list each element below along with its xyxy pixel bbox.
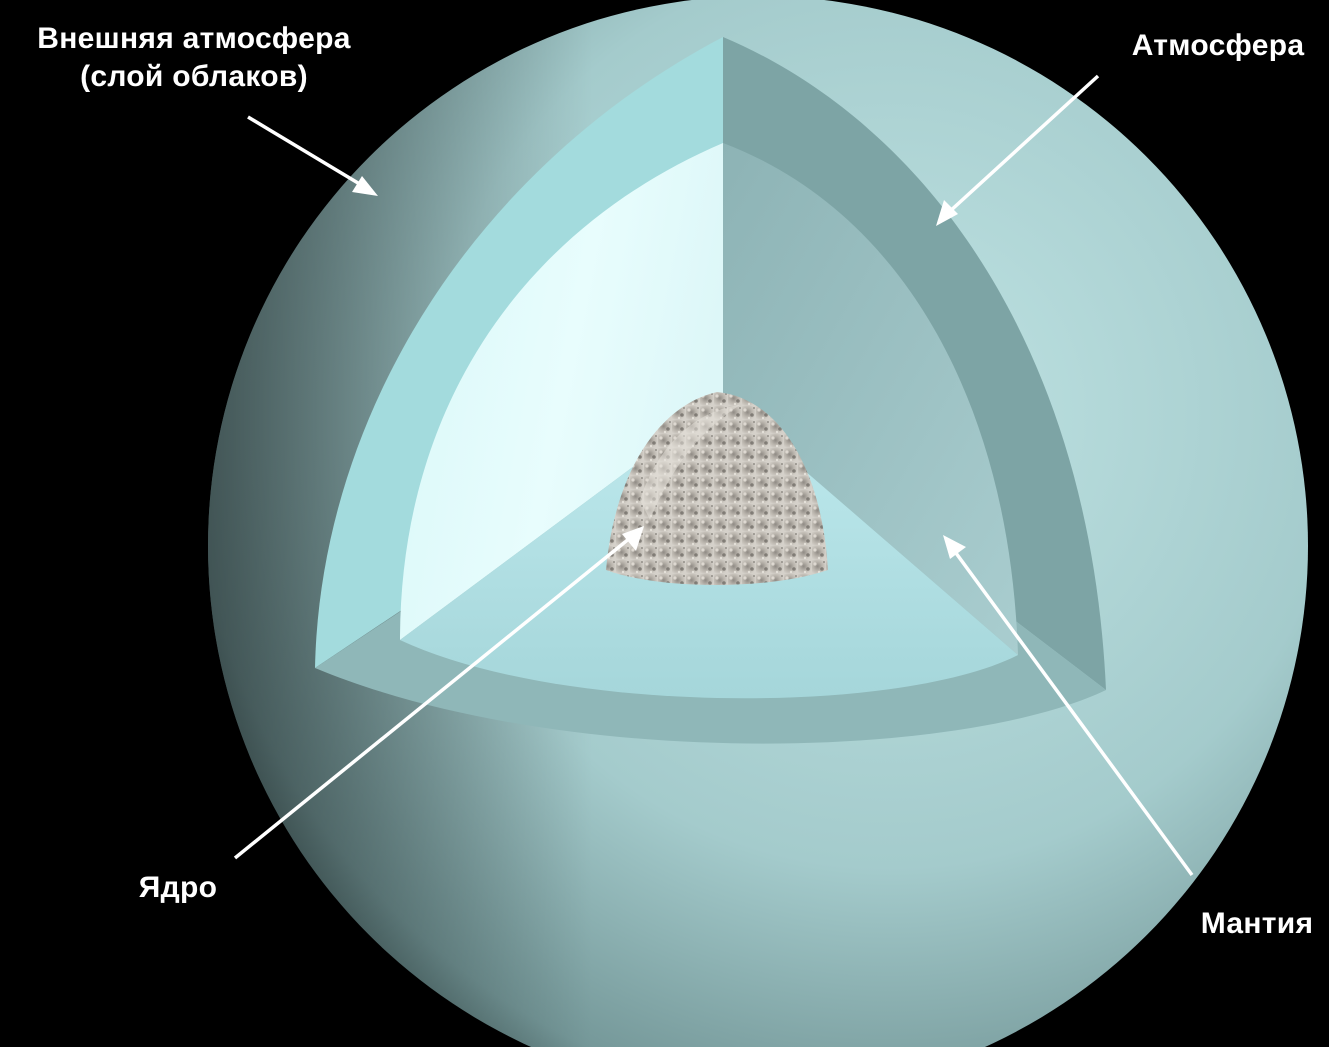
mantle-right-face [723,143,1018,655]
core [606,392,828,585]
outer-atmosphere-arrow-line [247,115,364,188]
atmosphere-arrowhead [936,200,958,226]
core-arrow-line [233,536,632,860]
atmosphere-arrow-line [946,74,1100,215]
mantle-arrowhead [943,535,966,559]
outer-atmosphere-label: Внешняя атмосфера (слой облаков) [14,20,374,96]
outer-atmosphere-label-line2: (слой облаков) [80,60,308,93]
outer-atmosphere-label-line1: Внешняя атмосфера [37,22,351,55]
mantle-left-face [400,143,723,640]
core-highlight [640,405,740,520]
core-body [606,392,828,585]
mantle-label: Мантия [1200,907,1314,940]
atmosphere-label: Атмосфера [1131,29,1305,62]
outer-atmosphere-arrowhead [352,176,378,196]
pointer-arrows [233,74,1194,877]
core-arrowhead [622,526,644,551]
mantle-arrow-line [951,547,1194,877]
core-label: Ядро [138,871,218,904]
